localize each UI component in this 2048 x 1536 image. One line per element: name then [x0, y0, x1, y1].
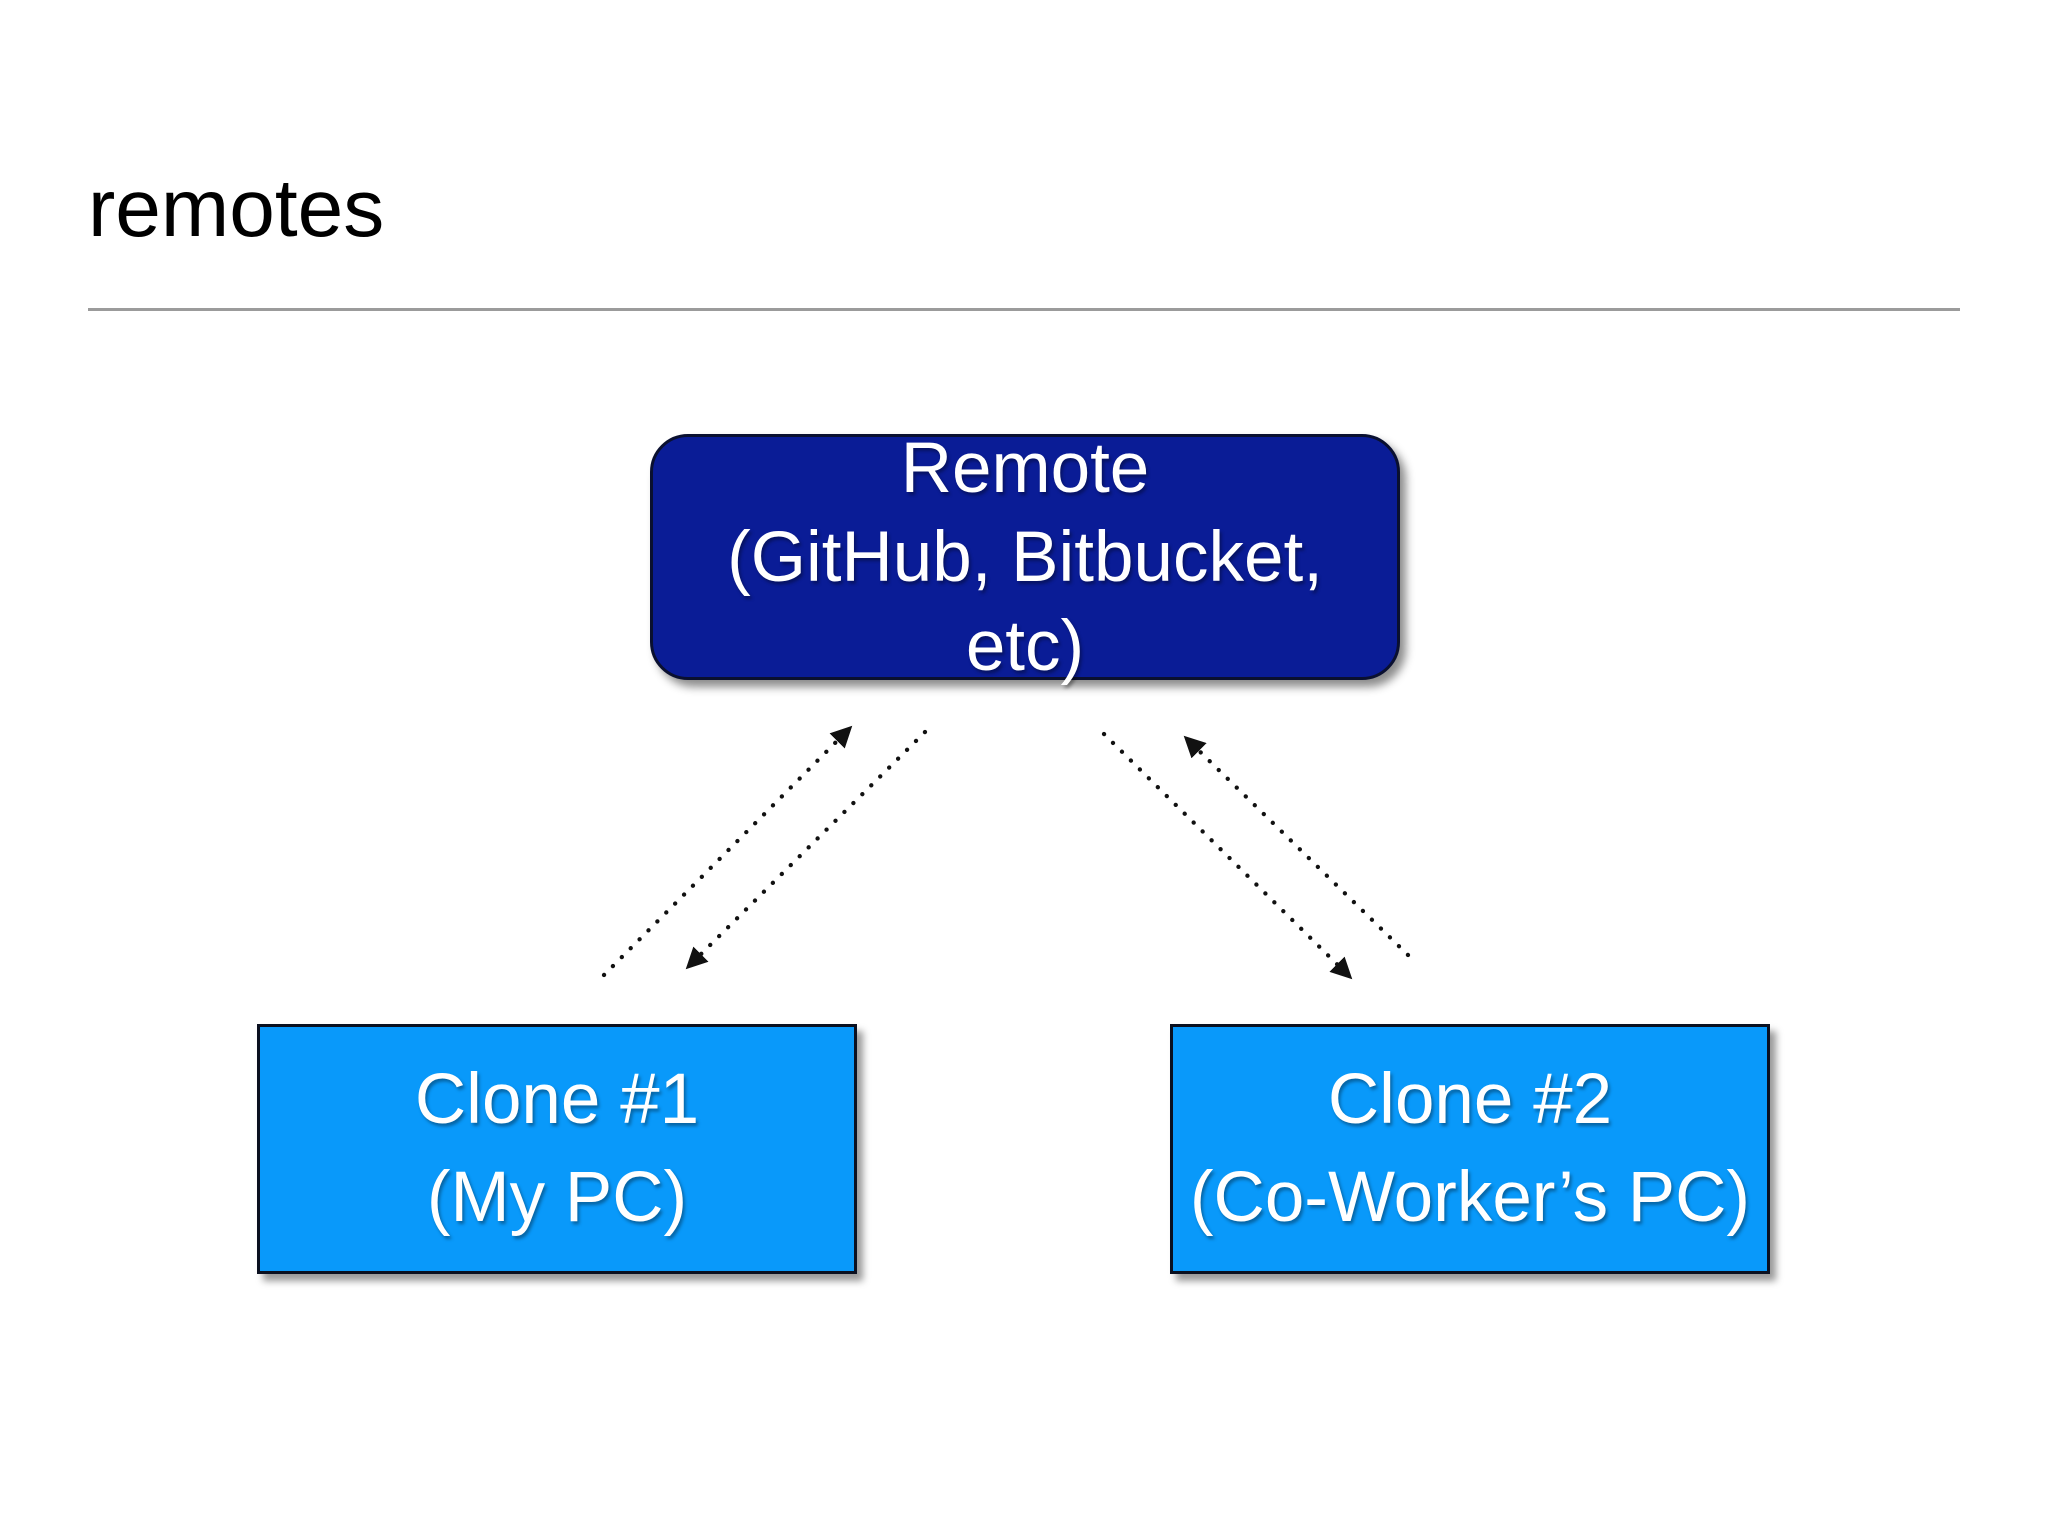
node-remote-line3: etc): [965, 606, 1085, 686]
node-remote-line2: (GitHub, Bitbucket,: [727, 517, 1323, 597]
node-remote-line1: Remote: [900, 428, 1150, 508]
arrow-remote-to-clone1: [685, 729, 928, 970]
node-clone1-line1: Clone #1: [414, 1060, 700, 1139]
arrow-clone1-to-remote: [601, 725, 853, 978]
title-divider-line: [88, 308, 1960, 311]
node-clone-2: Clone #2 (Co-Worker’s PC): [1170, 1024, 1770, 1274]
node-clone2-line1: Clone #2: [1327, 1060, 1613, 1139]
arrow-clone2-to-remote: [1183, 735, 1411, 958]
slide-title: remotes: [88, 163, 385, 254]
node-clone-1: Clone #1 (My PC): [257, 1024, 857, 1274]
node-remote: Remote (GitHub, Bitbucket, etc): [650, 429, 1400, 686]
node-clone2-line2: (Co-Worker’s PC): [1189, 1158, 1751, 1237]
arrow-remote-to-clone2: [1101, 731, 1353, 980]
node-clone1-line2: (My PC): [426, 1158, 688, 1237]
